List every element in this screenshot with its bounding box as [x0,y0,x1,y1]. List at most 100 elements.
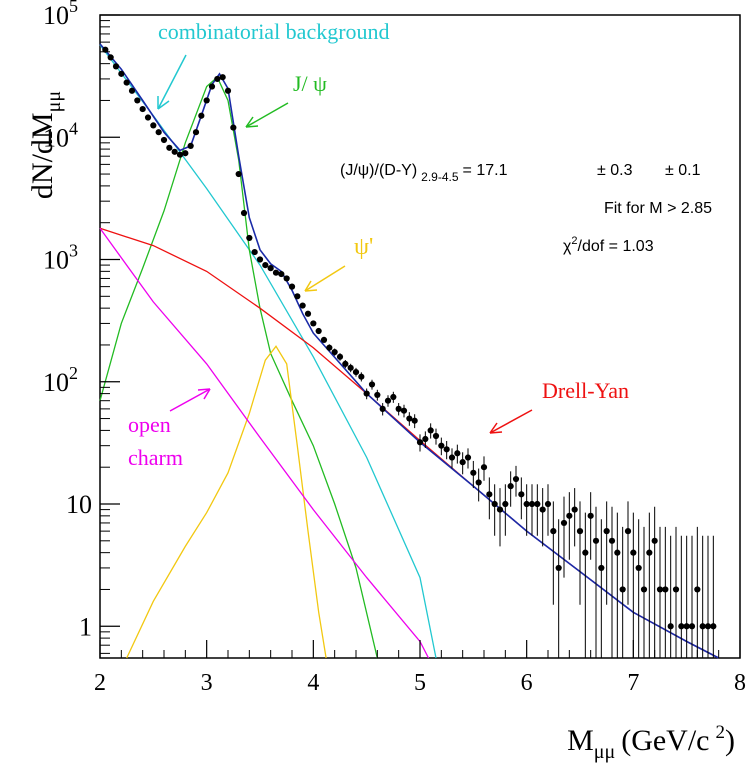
data-point [683,623,690,630]
data-point [496,506,504,513]
data-point [368,381,376,388]
data-point [102,46,109,53]
data-point [672,586,680,593]
data-point [624,528,632,535]
data-point [406,415,413,422]
data-point [507,483,514,490]
data-point [166,144,173,151]
curve-combinatorial-background [99,44,437,659]
data-point [656,586,664,593]
data-point [363,390,370,397]
data-point [667,623,674,630]
arrow-open-charm [169,388,211,412]
data-point [155,129,162,136]
data-point [331,348,338,356]
data-point [560,519,568,527]
data-point [486,491,493,498]
data-point [139,105,146,113]
data-point [587,512,594,519]
data-point [651,537,658,544]
data-point [539,506,546,513]
data-point [150,122,157,129]
data-point [219,74,226,81]
data-point [198,112,205,119]
data-point [171,148,178,155]
data-point [144,114,152,121]
x-tick-label: 6 [521,670,533,696]
data-point [448,454,456,461]
label-jpsi: J/ ψ [293,71,327,96]
data-point [320,336,328,343]
data-point [512,475,520,483]
data-point [187,142,194,149]
data-point [422,435,429,443]
data-point [566,512,573,519]
x-tick-label: 7 [627,670,639,696]
data-point [208,83,216,90]
curve-drell-yan [99,227,719,659]
data-point [491,500,498,508]
data-point [336,353,344,360]
data-point [262,261,269,269]
data-point [315,327,322,335]
arrowhead-drell-yan [489,422,503,434]
data-point [304,310,312,317]
data-point [374,391,381,399]
chi2-annotation: χ2/dof = 1.03 [563,235,654,255]
data-point [518,491,525,498]
data-point [112,63,120,70]
data-point [299,302,306,309]
data-point [294,293,301,300]
data-point [192,129,200,136]
data-point [694,586,701,593]
curve-open-charm [99,227,430,659]
data-point [432,432,440,440]
data-point [256,256,264,263]
x-tick-label: 4 [307,670,319,696]
arrowhead-combinatorial-background [157,96,170,110]
x-tick-label: 3 [201,670,213,696]
data-point [326,344,333,351]
arrow-combinatorial-background [157,54,187,110]
data-point [310,320,317,327]
data-point [555,564,562,572]
data-point [384,397,392,404]
data-point [662,586,669,593]
data-point [614,549,621,556]
data-point [443,446,450,453]
data-point [278,270,285,278]
data-point [182,150,189,157]
y-axis-title: dN/dMμμ [26,91,65,199]
data-point [619,586,626,593]
data-point [710,623,717,630]
data-point [347,364,354,371]
data-point [395,405,402,412]
data-point [379,405,386,412]
arrow-jpsi [245,102,289,128]
data-point [688,623,696,630]
x-tick-label: 5 [414,670,426,696]
data-point [571,506,578,513]
data-point [128,87,136,94]
data-point [544,500,552,508]
data-point [390,393,397,401]
x-tick-label: 8 [734,670,746,696]
data-point [438,442,445,449]
label-open-charm: open charm [128,412,183,470]
data-point [107,54,114,61]
data-point [550,528,557,535]
label-drell-yan: Drell-Yan [542,378,629,403]
data-point [267,265,274,272]
data-point [704,623,712,630]
curve-total-fit [99,43,720,659]
data-point [459,459,466,466]
data-point [502,500,509,508]
data-point [576,528,584,535]
x-tick-label: 2 [94,670,106,696]
data-point [582,549,589,556]
y-tick-label: 105 [43,0,78,30]
arrow-psi-prime [304,265,346,292]
data-point [358,373,365,380]
y-tick-label: 1 [79,612,92,641]
